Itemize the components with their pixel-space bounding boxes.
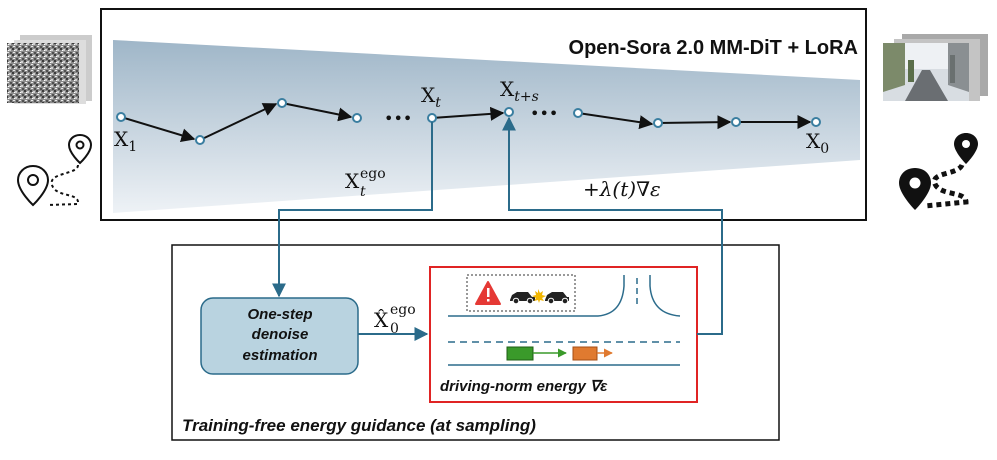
energy-label: driving-norm energy ∇ε (440, 378, 608, 395)
node-4 (352, 113, 362, 123)
denoise-estimation-box (200, 297, 359, 375)
energy-to-xts-arrow (502, 116, 723, 335)
road-upper-right-edge (649, 275, 681, 317)
trajectory-step-5 (577, 112, 654, 130)
ellipsis-right: ••• (530, 104, 558, 123)
location-pin-route-outline (16, 133, 93, 207)
node-x1 (116, 112, 126, 122)
node-xt (427, 113, 437, 123)
trajectory-step-3 (281, 102, 353, 122)
label-xt-ego-sup: ego (360, 166, 386, 182)
xt-to-denoise-arrow (272, 122, 433, 298)
label-xt: Xt (421, 83, 441, 111)
denoise-line-1: One-step (247, 306, 312, 323)
green-ego-car (506, 346, 534, 361)
node-7 (573, 108, 583, 118)
node-2 (195, 135, 205, 145)
trajectory-nodes (116, 98, 821, 145)
orange-lead-car (572, 346, 598, 361)
label-x0: X0 (806, 129, 829, 157)
guidance-term: +λ(t)∇ε (583, 177, 661, 201)
node-9 (731, 117, 741, 127)
road-lines (448, 275, 681, 366)
trajectory-arrows (120, 102, 812, 143)
label-x1: X1 (114, 127, 137, 155)
denoise-line-2: denoise (252, 326, 309, 343)
model-title: Open-Sora 2.0 MM-DiT + LoRA (569, 37, 858, 59)
street-thumbnail (883, 34, 988, 101)
guidance-connectors (272, 116, 723, 341)
node-3 (277, 98, 287, 108)
ellipsis-left: ••• (384, 109, 412, 128)
node-x0 (811, 117, 821, 127)
location-pin-route-filled (899, 133, 978, 210)
trajectory-step-4 (431, 106, 505, 121)
node-xts (504, 107, 514, 117)
label-xt-ego-base: X (345, 169, 360, 193)
trajectory-step-2 (199, 103, 278, 141)
label-x0hat-sub: 0 (390, 321, 399, 337)
denoise-line-3: estimation (242, 347, 317, 364)
trajectory-step-6 (657, 115, 732, 130)
trajectory-step-1 (120, 116, 196, 143)
label-xts: Xt+s (500, 77, 539, 105)
noise-thumbnail (7, 35, 92, 104)
node-8 (653, 118, 663, 128)
label-x0hat-sup: ego (390, 302, 416, 318)
guidance-box-title: Training-free energy guidance (at sampli… (182, 416, 536, 435)
warning-icon (475, 281, 501, 305)
diffusion-trajectory-fan (113, 40, 860, 213)
label-xt-ego-sub: t (360, 184, 366, 200)
label-x0hat-base: X̂ (374, 308, 389, 332)
road-upper-left-edge (448, 275, 625, 317)
collision-icon (510, 289, 569, 305)
